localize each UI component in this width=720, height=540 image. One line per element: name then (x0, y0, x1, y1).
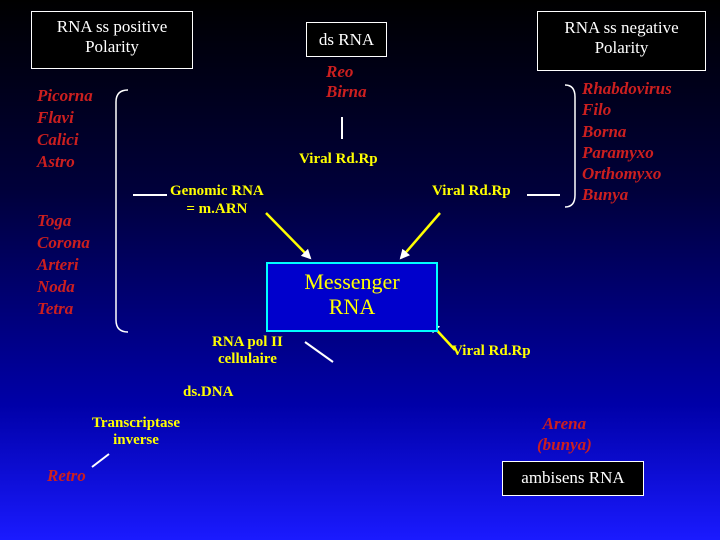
arrow-genomic-to-mrna (265, 212, 312, 260)
bracket-rhabdo (564, 84, 576, 208)
ds-rna-label: ds RNA (318, 30, 375, 49)
tick-retro (91, 453, 110, 468)
arrow-rdrp-to-mrna (399, 212, 441, 260)
ds-dna-label: ds.DNA (183, 384, 234, 400)
viral-rdrp-lower-label: Viral Rd.Rp (452, 343, 531, 359)
bracket-toga (115, 158, 129, 333)
reo-birna-list: Reo Birna (326, 62, 367, 102)
messenger-rna-box: Messenger RNA (266, 262, 438, 332)
retro-label: Retro (47, 466, 86, 485)
ambisens-rna-label: ambisens RNA (521, 468, 625, 487)
ds-rna-box: ds RNA (306, 22, 387, 57)
viral-rdrp-right-label: Viral Rd.Rp (432, 183, 511, 199)
toga-group-list: Toga Corona Arteri Noda Tetra (37, 211, 90, 319)
transcriptase-label: Transcriptase inverse (92, 415, 181, 449)
rhabdo-group-list: Rhabdovirus Filo Borna Paramyxo Orthomyx… (582, 79, 672, 205)
rna-pol-ii-label: RNA pol II cellulaire (212, 334, 283, 368)
ambisens-rna-box: ambisens RNA (502, 461, 644, 496)
messenger-rna-label: Messenger RNA (304, 269, 400, 320)
viral-rdrp-center-label: Viral Rd.Rp (299, 151, 378, 167)
genomic-rna-label: Genomic RNA = m.ARN (170, 183, 264, 217)
rna-ss-positive-label: RNA ss positive Polarity (56, 17, 168, 56)
rna-ss-positive-box: RNA ss positive Polarity (31, 11, 193, 69)
rna-ss-negative-box: RNA ss negative Polarity (537, 11, 706, 71)
picorna-group-list: Picorna Flavi Calici Astro (37, 86, 93, 172)
arena-list: Arena (bunya) (537, 414, 592, 455)
bracket-picorna (115, 89, 129, 158)
tick-rna-pol (304, 341, 334, 363)
rna-ss-negative-label: RNA ss negative Polarity (564, 18, 679, 57)
